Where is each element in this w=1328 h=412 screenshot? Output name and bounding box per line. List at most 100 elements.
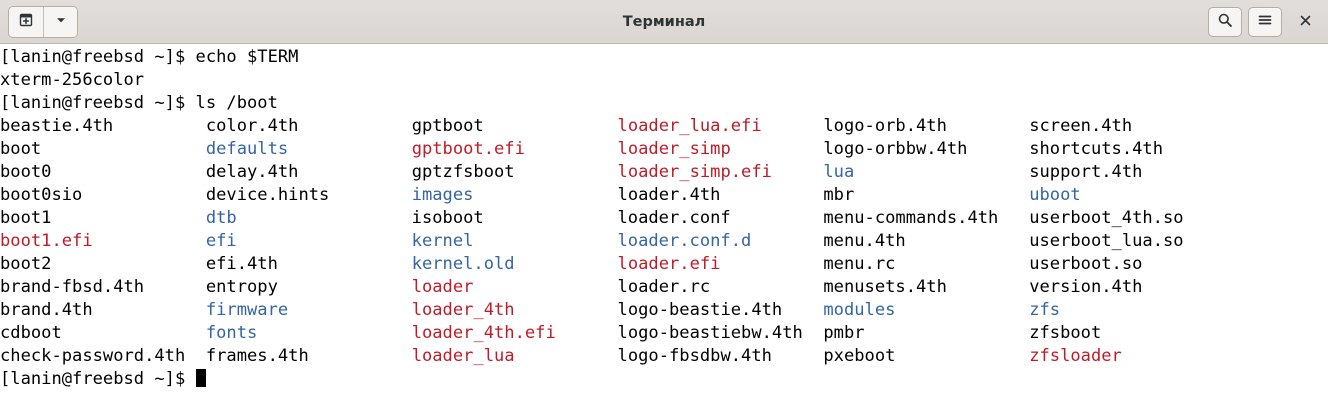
cell-padding <box>484 116 618 136</box>
file-entry: menusets.4th <box>823 277 947 297</box>
file-entry: loader_4th <box>411 300 515 320</box>
cell-padding <box>803 323 824 343</box>
cell-padding <box>288 300 412 320</box>
cell-padding <box>144 277 206 297</box>
cell-padding <box>473 185 617 205</box>
file-entry: loader_simp <box>617 139 731 159</box>
file-entry: lua <box>823 162 855 182</box>
cell-padding <box>298 116 411 136</box>
cell-padding <box>278 277 412 297</box>
titlebar-right-controls <box>1208 6 1320 37</box>
file-entry: boot0 <box>0 162 52 182</box>
file-entry: gptboot.efi <box>411 139 525 159</box>
cell-padding <box>237 231 412 251</box>
file-entry: logo-beastie.4th <box>617 300 783 320</box>
file-entry: loader <box>411 277 474 297</box>
cell-padding <box>854 185 1029 205</box>
file-entry: gptzfsboot <box>411 162 515 182</box>
file-entry: userboot.so <box>1029 254 1143 274</box>
new-tab-dropdown-button[interactable] <box>43 6 77 37</box>
file-entry: loader.conf.d <box>617 231 752 251</box>
file-entry: logo-fbsdbw.4th <box>617 346 772 366</box>
file-entry: efi.4th <box>205 254 278 274</box>
cell-padding <box>113 116 206 136</box>
file-entry: userboot_lua.so <box>1029 231 1184 251</box>
cell-padding <box>895 346 1029 366</box>
cell-padding <box>484 208 618 228</box>
window-titlebar: Терминал <box>0 0 1328 44</box>
cell-padding <box>967 139 1029 159</box>
cell-padding <box>720 254 823 274</box>
file-entry: device.hints <box>205 185 330 205</box>
cell-padding <box>41 139 206 159</box>
terminal-listing-row: brand.4th firmware loader_4th logo-beast… <box>0 299 1328 322</box>
close-button[interactable] <box>1290 7 1320 37</box>
cell-padding <box>731 139 824 159</box>
new-tab-button[interactable] <box>9 6 43 37</box>
file-entry: loader_simp.efi <box>617 162 772 182</box>
shell-command: ls /boot <box>195 93 278 113</box>
file-entry: modules <box>823 300 896 320</box>
cell-padding <box>298 162 411 182</box>
file-entry: dtb <box>205 208 237 228</box>
file-entry: menu-commands.4th <box>823 208 999 228</box>
terminal-listing-row: boot defaults gptboot.efi loader_simp lo… <box>0 138 1328 161</box>
titlebar-left-controls <box>8 5 78 38</box>
cell-padding <box>515 346 618 366</box>
cell-padding <box>854 162 1029 182</box>
file-entry: zfsboot <box>1029 323 1102 343</box>
file-entry: cdboot <box>0 323 62 343</box>
file-entry: isoboot <box>411 208 484 228</box>
file-entry: boot1.efi <box>0 231 93 251</box>
terminal-cursor <box>195 369 206 387</box>
search-button[interactable] <box>1208 6 1242 37</box>
terminal-listing-row: boot1.efi efi kernel loader.conf.d menu.… <box>0 230 1328 253</box>
cell-padding <box>473 277 617 297</box>
file-entry: logo-beastiebw.4th <box>617 323 803 343</box>
cell-padding <box>93 231 206 251</box>
file-entry: support.4th <box>1029 162 1143 182</box>
cell-padding <box>515 300 618 320</box>
cell-padding <box>556 323 618 343</box>
shell-command: echo $TERM <box>195 47 299 67</box>
file-entry: shortcuts.4th <box>1029 139 1164 159</box>
cell-padding <box>947 116 1029 136</box>
cell-padding <box>751 231 823 251</box>
cell-padding <box>237 208 412 228</box>
file-entry: loader.efi <box>617 254 721 274</box>
cell-padding <box>515 254 618 274</box>
file-entry: userboot_4th.so <box>1029 208 1184 228</box>
cell-padding <box>772 162 823 182</box>
file-entry: frames.4th <box>205 346 309 366</box>
file-entry: loader.4th <box>617 185 721 205</box>
cell-padding <box>865 323 1030 343</box>
cell-padding <box>473 231 617 251</box>
file-entry: version.4th <box>1029 277 1143 297</box>
cell-padding <box>762 116 824 136</box>
cell-padding <box>731 208 824 228</box>
file-entry: pxeboot <box>823 346 896 366</box>
shell-prompt: [lanin@freebsd ~]$ <box>0 93 196 113</box>
file-entry: color.4th <box>205 116 299 136</box>
cell-padding <box>51 162 205 182</box>
cell-padding <box>51 254 205 274</box>
cell-padding <box>185 346 206 366</box>
terminal-listing-row: boot0sio device.hints images loader.4th … <box>0 184 1328 207</box>
terminal-listing-row: boot0 delay.4th gptzfsboot loader_simp.e… <box>0 161 1328 184</box>
cell-padding <box>998 208 1029 228</box>
terminal-command-line: [lanin@freebsd ~]$ ls /boot <box>0 92 1328 115</box>
new-tab-icon <box>18 12 34 31</box>
file-entry: zfsloader <box>1029 346 1122 366</box>
cell-padding <box>525 139 618 159</box>
cell-padding <box>288 139 412 159</box>
cell-padding <box>257 323 411 343</box>
file-entry: efi <box>205 231 237 251</box>
file-entry: boot <box>0 139 42 159</box>
menu-button[interactable] <box>1248 6 1282 37</box>
file-entry: menu.4th <box>823 231 906 251</box>
cell-padding <box>782 300 823 320</box>
file-entry: gptboot <box>411 116 484 136</box>
shell-prompt: [lanin@freebsd ~]$ <box>0 369 196 389</box>
